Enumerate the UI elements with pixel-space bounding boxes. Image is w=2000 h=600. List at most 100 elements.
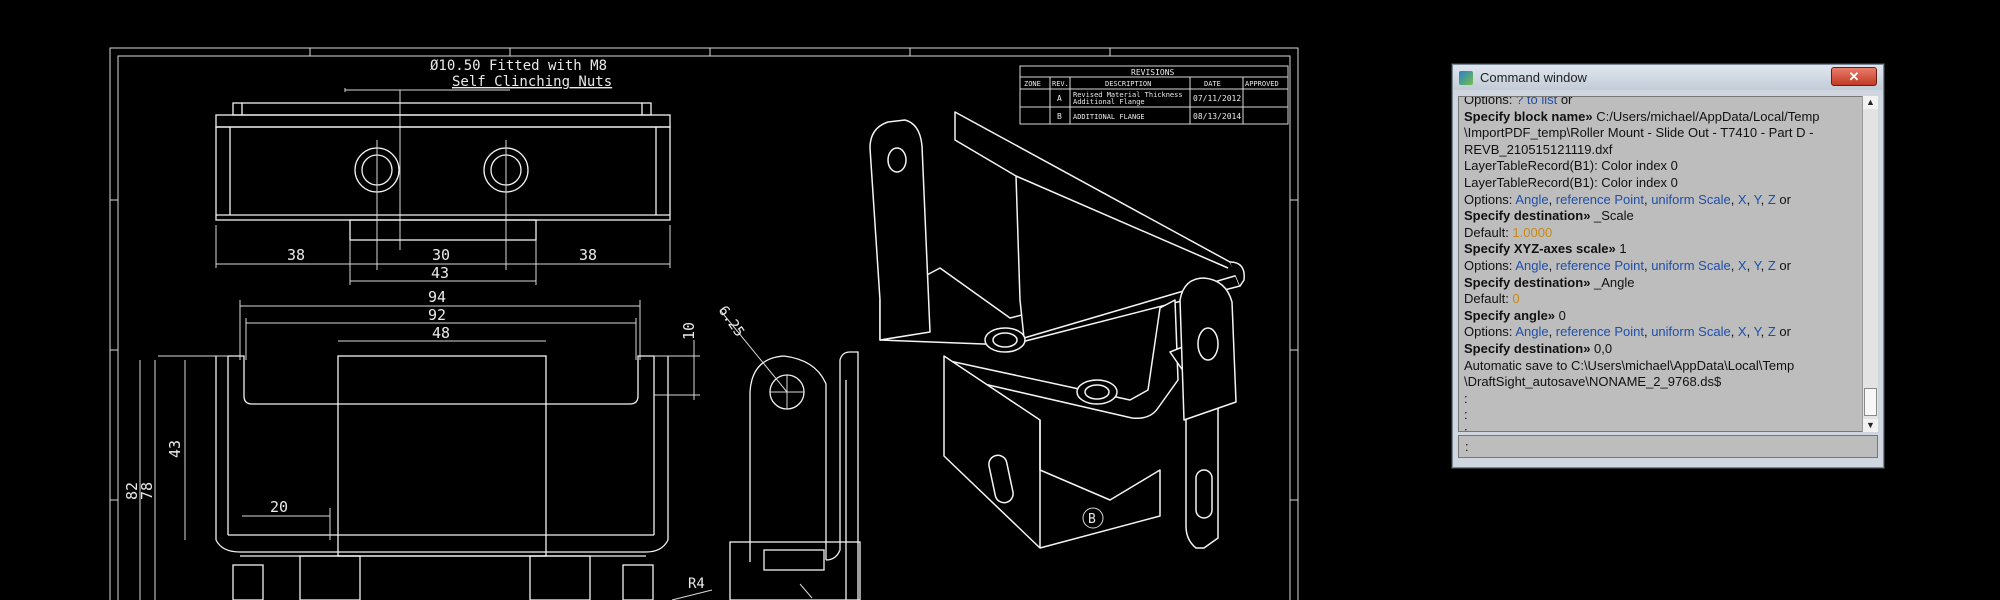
command-text: , [1548,324,1556,340]
isometric-view [869,111,1245,549]
command-line: Specify XYZ-axes scale» 1 [1464,241,1860,258]
dim-78: 78 [138,482,156,500]
command-text: 0 [1555,307,1566,323]
svg-text:B: B [1088,512,1096,527]
scroll-up-icon[interactable]: ▲ [1863,96,1878,109]
rev-row-a-date: 07/11/2012 [1193,94,1241,103]
dim-92: 92 [428,306,446,324]
revisions-title: REVISIONS [1131,68,1175,77]
command-text: , [1643,191,1652,207]
command-text: Specify destination» [1464,340,1591,356]
rev-row-a-rev: A [1057,94,1062,103]
rev-row-b-date: 08/13/2014 [1193,112,1241,121]
command-option-link[interactable]: Y [1753,324,1761,340]
command-option-link[interactable]: Z [1767,257,1776,273]
command-input[interactable]: : [1458,435,1878,458]
note-leaders [344,88,510,250]
command-line: : [1464,391,1860,408]
command-text: or [1775,191,1791,207]
command-text: _Scale [1590,208,1634,224]
revisions-table: REVISIONS ZONE REV. DESCRIPTION DATE APP… [1019,65,1289,125]
command-option-link[interactable]: reference Point [1555,324,1644,340]
command-line: Automatic save to C:\Users\michael\AppDa… [1464,358,1860,375]
command-window-titlebar[interactable]: Command window ✕ [1453,65,1883,90]
command-option-link[interactable]: X [1737,324,1747,340]
command-line: \ImportPDF_temp\Roller Mount - Slide Out… [1464,125,1860,142]
command-text: Automatic save to C:\Users\michael\AppDa… [1464,357,1795,373]
dim-38-left: 38 [287,246,305,264]
command-text: , [1760,191,1768,207]
dim-82: 82 [123,482,141,500]
side-view: 6.25 [715,303,861,600]
rev-header-approved: APPROVED [1245,80,1279,88]
command-option-link[interactable]: uniform Scale [1651,191,1731,207]
r4-leader [671,589,713,600]
rev-header-description: DESCRIPTION [1105,80,1151,88]
command-line: LayerTableRecord(B1): Color index 0 [1464,158,1860,175]
command-option-link[interactable]: ? to list [1516,96,1558,107]
command-option-link[interactable]: uniform Scale [1651,324,1731,340]
dim-10: 10 [680,322,698,340]
command-option-link[interactable]: Z [1767,324,1776,340]
command-text: , [1746,257,1754,273]
command-option-link[interactable]: Y [1753,257,1761,273]
command-line: Specify destination» _Angle [1464,275,1860,292]
dim-radius-6-25: 6.25 [715,303,747,340]
balloon-b: B [1082,507,1104,529]
command-text: , [1746,191,1754,207]
command-option-link[interactable]: uniform Scale [1651,257,1731,273]
command-text: 0 [1512,291,1520,307]
command-text: , [1643,324,1652,340]
rev-header-zone: ZONE [1024,80,1041,88]
note-line-2: Self Clinching Nuts [452,74,612,90]
command-history-scrollbar[interactable]: ▲ ▼ [1862,96,1878,432]
rev-row-a-desc-2: Additional Flange [1073,98,1145,106]
command-text: REVB_210515121119.dxf [1464,141,1613,157]
command-option-link[interactable]: reference Point [1555,257,1644,273]
command-text: Default: [1464,291,1513,307]
dim-38-right: 38 [579,246,597,264]
draftsight-app-icon [1459,71,1473,85]
command-line: Specify destination» _Scale [1464,208,1860,225]
command-text: or [1557,96,1573,107]
command-line: Specify block name» C:/Users/michael/App… [1464,109,1860,126]
command-option-link[interactable]: X [1737,191,1747,207]
command-option-link[interactable]: Angle [1515,324,1549,340]
command-line: : [1464,424,1860,431]
command-option-link[interactable]: Angle [1515,191,1549,207]
command-text: _Angle [1590,274,1635,290]
command-text: Options: [1464,191,1516,207]
command-text: Specify angle» [1464,307,1556,323]
command-option-link[interactable]: reference Point [1555,191,1644,207]
dim-43-vertical: 43 [166,440,184,458]
command-option-link[interactable]: Y [1753,191,1761,207]
command-line: \DraftSight_autosave\NONAME_2_9768.ds$ [1464,374,1860,391]
rev-header-rev: REV. [1052,80,1069,88]
command-text: Default: [1464,224,1513,240]
scrollbar-thumb[interactable] [1864,388,1877,416]
command-text: , [1746,324,1754,340]
command-line: Options: Angle, reference Point, uniform… [1464,258,1860,275]
command-option-link[interactable]: Angle [1515,257,1549,273]
command-text: Specify destination» [1464,274,1591,290]
command-line: Options: Angle, reference Point, uniform… [1464,192,1860,209]
top-view-dimensions: 38 30 38 43 [215,225,671,285]
command-line: LayerTableRecord(B1): Color index 0 [1464,175,1860,192]
command-text: , [1730,257,1738,273]
command-option-link[interactable]: X [1737,257,1747,273]
close-button[interactable]: ✕ [1831,67,1877,86]
scroll-down-icon[interactable]: ▼ [1863,419,1878,432]
command-line: Specify destination» 0,0 [1464,341,1860,358]
command-text: 1 [1615,241,1627,257]
command-text: , [1548,191,1556,207]
command-text: Options: [1464,96,1517,107]
rev-header-date: DATE [1204,80,1221,88]
rev-row-a-desc-1: Revised Material Thickness [1073,91,1183,99]
command-option-link[interactable]: Z [1767,191,1776,207]
command-line: Default: 0 [1464,291,1860,308]
command-line: Specify angle» 0 [1464,308,1860,325]
